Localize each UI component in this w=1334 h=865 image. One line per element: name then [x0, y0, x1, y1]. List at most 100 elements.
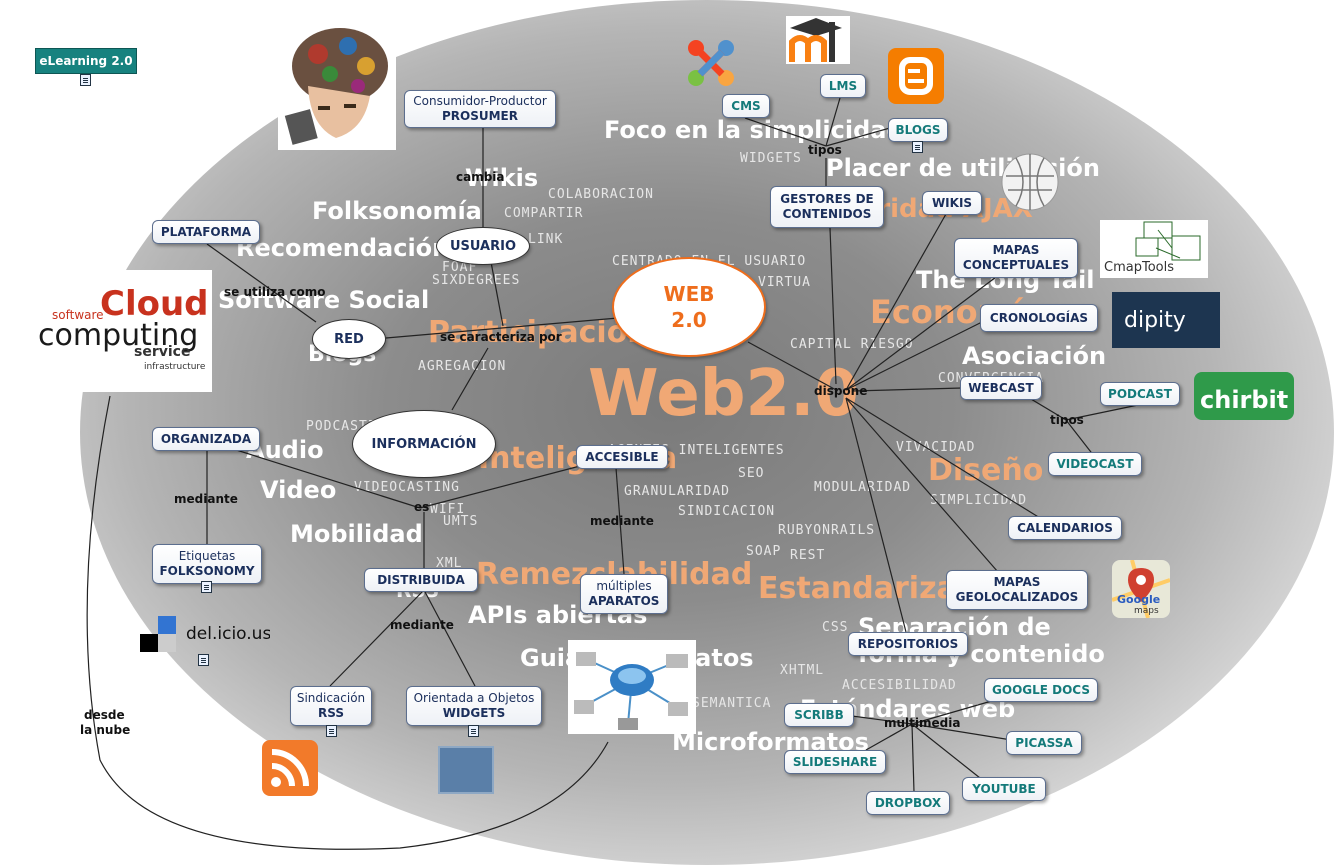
cloud-word: ACCESIBILIDAD — [842, 678, 957, 693]
organizada-node[interactable]: ORGANIZADA — [152, 427, 260, 451]
cloud-word: SEO — [738, 466, 765, 481]
widgets-node[interactable]: Orientada a Objetos WIDGETS — [406, 686, 542, 726]
distribuida-label: DISTRIBUIDA — [377, 572, 465, 587]
cloud-computing-image: Cloud computing service software infrast… — [4, 270, 212, 392]
webcast-node[interactable]: WEBCAST — [960, 376, 1042, 400]
cmaptools-logo: CmapTools — [1100, 220, 1208, 278]
widgets-line1: Orientada a Objetos — [413, 691, 535, 705]
aparatos-line1: múltiples — [596, 579, 652, 593]
informacion-node[interactable]: INFORMACIÓN — [352, 410, 496, 478]
moodle-icon — [789, 18, 842, 62]
link-phrase: se caracteriza por — [440, 330, 562, 344]
cloud-word: XHTML — [780, 663, 825, 678]
slideshare-node[interactable]: SLIDESHARE — [784, 750, 886, 774]
plataforma-node[interactable]: PLATAFORMA — [152, 220, 260, 244]
webcast-label: WEBCAST — [968, 380, 1034, 395]
accesible-node[interactable]: ACCESIBLE — [576, 445, 668, 469]
podcast-node[interactable]: PODCAST — [1100, 382, 1180, 406]
youtube-label: YOUTUBE — [972, 781, 1036, 796]
usuario-node[interactable]: USUARIO — [436, 227, 530, 265]
link-phrase: mediante — [390, 618, 454, 632]
blogs-node[interactable]: BLOGS — [888, 118, 948, 142]
blogs-label: BLOGS — [895, 122, 941, 137]
link-phrase: multimedia — [884, 716, 961, 730]
mapas-line1: MAPAS — [992, 243, 1040, 257]
elearning-badge[interactable]: eLearning 2.0 — [35, 48, 137, 74]
plataforma-label: PLATAFORMA — [160, 224, 252, 239]
cronologias-node[interactable]: CRONOLOGÍAS — [980, 304, 1098, 332]
aparatos-line2: APARATOS — [588, 594, 660, 608]
document-icon[interactable] — [201, 581, 212, 593]
repositorios-label: REPOSITORIOS — [857, 636, 959, 651]
link-phrase: desde — [84, 708, 125, 722]
document-icon[interactable] — [80, 74, 91, 86]
distribuida-node[interactable]: DISTRIBUIDA — [364, 568, 478, 592]
picassa-label: PICASSA — [1015, 735, 1073, 750]
cloud-word: SOAP — [746, 544, 782, 559]
calendarios-node[interactable]: CALENDARIOS — [1008, 516, 1122, 540]
youtube-node[interactable]: YOUTUBE — [962, 777, 1046, 801]
document-icon[interactable] — [326, 725, 337, 737]
aparatos-node[interactable]: múltiples APARATOS — [580, 574, 668, 614]
cloud-word: SINDICACION — [678, 504, 776, 519]
cloud-word: Software Social — [218, 286, 430, 314]
delicious-squares-icon — [140, 616, 176, 652]
dropbox-node[interactable]: DROPBOX — [866, 791, 950, 815]
cloud-label: Cloud — [100, 284, 209, 324]
mapas-conceptuales-node[interactable]: MAPAS CONCEPTUALES — [954, 238, 1078, 278]
googledocs-node[interactable]: GOOGLE DOCS — [984, 678, 1098, 702]
informacion-label: INFORMACIÓN — [371, 436, 477, 452]
link-phrase: se utiliza como — [224, 285, 326, 299]
rss-node[interactable]: Sindicación RSS — [290, 686, 372, 726]
cloud-word: Participación — [428, 315, 649, 350]
picassa-node[interactable]: PICASSA — [1006, 731, 1082, 755]
blogger-icon — [888, 48, 944, 104]
dipity-logo: dipity — [1112, 292, 1220, 348]
cmaptools-icon — [1135, 221, 1201, 261]
cms-label: CMS — [731, 98, 761, 113]
web20-main-node[interactable]: WEB 2.0 — [612, 257, 766, 357]
wikis-node[interactable]: WIKIS — [922, 191, 982, 215]
folksonomy-node[interactable]: Etiquetas FOLKSONOMY — [152, 544, 262, 584]
head-collage-illustration — [284, 28, 388, 145]
organizada-label: ORGANIZADA — [160, 431, 252, 446]
document-icon[interactable] — [198, 654, 209, 666]
gestores-line2: CONTENIDOS — [782, 207, 872, 221]
link-phrase: la nube — [80, 723, 131, 737]
document-icon[interactable] — [468, 725, 479, 737]
prosumer-node[interactable]: Consumidor-Productor PROSUMER — [404, 90, 556, 128]
link-phrase: tipos — [1050, 413, 1084, 427]
moodle-logo — [786, 16, 850, 64]
lms-node[interactable]: LMS — [820, 74, 866, 98]
scribb-node[interactable]: SCRIBB — [784, 703, 854, 727]
computing-label: computing — [38, 318, 199, 353]
cloud-word: WIDGETS — [740, 151, 802, 166]
cloud-word: COMPARTIR — [504, 206, 584, 221]
google-label: Google — [1117, 593, 1161, 606]
podcast-label: PODCAST — [1108, 386, 1172, 401]
cloud-word: Asociación — [962, 342, 1107, 370]
folksonomy-line2: FOLKSONOMY — [159, 564, 255, 578]
wikis-label: WIKIS — [931, 195, 973, 210]
head-collage-image — [278, 26, 396, 150]
cloud-word: Video — [260, 476, 337, 504]
cms-node[interactable]: CMS — [722, 94, 770, 118]
rss-line1: Sindicación — [296, 691, 366, 705]
joomla-logo — [684, 36, 738, 90]
repositorios-node[interactable]: REPOSITORIOS — [848, 632, 968, 656]
delicious-label: del.icio.us — [186, 624, 270, 644]
link-phrase: tipos — [808, 143, 842, 157]
document-icon[interactable] — [912, 141, 923, 153]
cloud-word: COLABORACION — [548, 187, 654, 202]
link-phrase: cambia — [456, 170, 505, 184]
geolocalizados-node[interactable]: MAPAS GEOLOCALIZADOS — [946, 570, 1088, 610]
gestores-node[interactable]: GESTORES DE CONTENIDOS — [770, 186, 884, 228]
cloud-word: XML — [436, 556, 463, 571]
red-node[interactable]: RED — [312, 319, 386, 359]
blogger-logo — [888, 48, 944, 104]
videocast-node[interactable]: VIDEOCAST — [1048, 452, 1142, 476]
link-phrase: mediante — [590, 514, 654, 528]
cloud-word: Web2.0 — [588, 357, 859, 431]
